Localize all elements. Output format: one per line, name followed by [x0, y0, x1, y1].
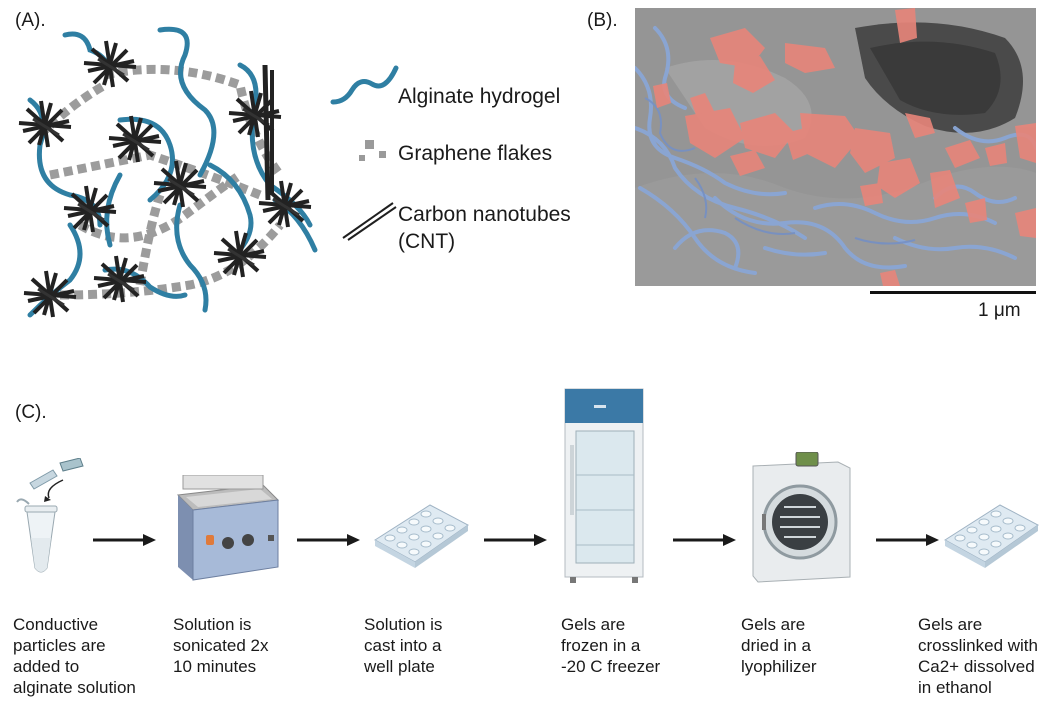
step-6-text: Gels are crosslinked with Ca2+ dissolved… [918, 615, 1038, 697]
step-5-text: Gels are dried in a lyophilizer [741, 615, 817, 676]
freezer-icon [564, 388, 644, 583]
panel-b-label: (B). [587, 10, 618, 31]
alginate-strand-icon [330, 65, 399, 105]
arrow-2-3 [297, 534, 360, 546]
arrow-4-5 [673, 534, 736, 546]
panel-a-label: (A). [15, 10, 46, 31]
carbon-nanotubes-icon [342, 202, 397, 241]
arrow-1-2 [93, 534, 156, 546]
sonicator-icon [176, 475, 280, 581]
scale-bar-label: 1 μm [978, 300, 1021, 321]
legend-graphene-label: Graphene flakes [398, 142, 553, 165]
legend-cnt-label: Carbon nanotubes (CNT) [398, 203, 571, 253]
sem-micrograph [635, 8, 1036, 286]
tube-and-particles-icon [16, 458, 84, 573]
well-plate-icon [374, 504, 469, 568]
step-3-text: Solution is cast into a well plate [364, 615, 443, 676]
scale-bar [870, 291, 1036, 294]
step-1-text: Conductive particles are added to algina… [13, 615, 136, 697]
graphene-flakes-icon [359, 140, 386, 161]
step-2-text: Solution is sonicated 2x 10 minutes [173, 615, 269, 676]
well-plate-icon [944, 504, 1039, 568]
lyophilizer-icon [752, 452, 851, 583]
arrow-3-4 [484, 534, 547, 546]
legend-alginate-label: Alginate hydrogel [398, 85, 561, 108]
arrow-5-6 [876, 534, 939, 546]
panel-c-label: (C). [15, 402, 47, 423]
network-illustration [17, 26, 318, 319]
step-4-text: Gels are frozen in a -20 C freezer [561, 615, 661, 676]
